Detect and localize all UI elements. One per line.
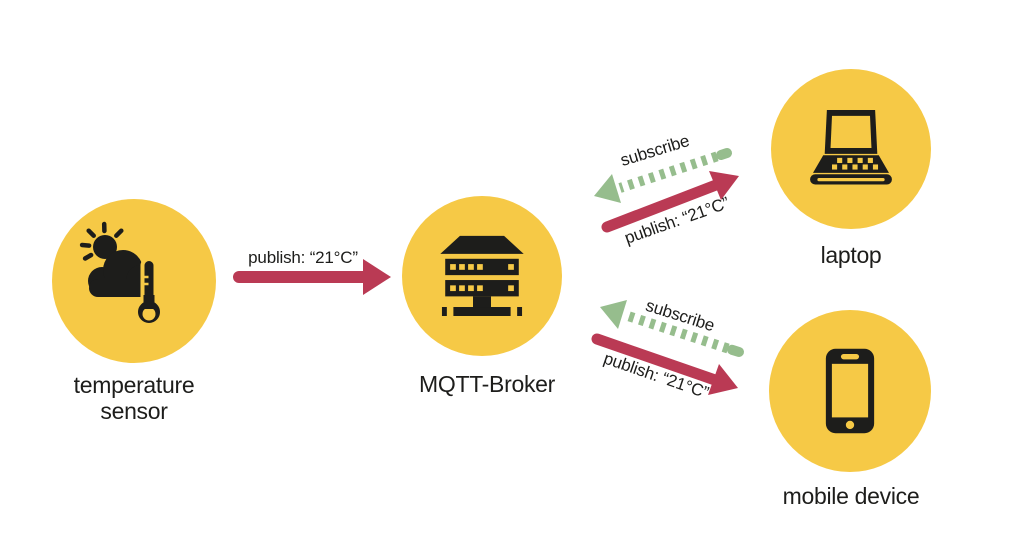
weather-temperature-icon xyxy=(79,221,164,327)
mobile-device-node xyxy=(769,310,931,472)
laptop-icon xyxy=(810,110,892,185)
mobile-device-label: mobile device xyxy=(782,483,920,509)
server-icon xyxy=(440,235,524,316)
subscribe-arrow-mobile-to-broker xyxy=(600,300,744,357)
publish-arrow-broker-to-mobile xyxy=(591,333,738,395)
mqtt-broker-node xyxy=(402,196,562,356)
publish-arrow-sensor-to-broker xyxy=(233,259,391,295)
laptop-node xyxy=(771,69,931,229)
publish-arrow-broker-to-laptop xyxy=(601,171,739,233)
edge-label-publish-sensor-to-broker: publish: “21°C” xyxy=(248,248,358,267)
mqtt-broker-label: MQTT-Broker xyxy=(419,371,555,397)
temperature-sensor-label: temperature sensor xyxy=(73,372,195,424)
smartphone-icon xyxy=(825,348,875,434)
temperature-sensor-node xyxy=(52,199,216,363)
laptop-label: laptop xyxy=(820,242,882,268)
subscribe-arrow-laptop-to-broker xyxy=(594,148,732,203)
